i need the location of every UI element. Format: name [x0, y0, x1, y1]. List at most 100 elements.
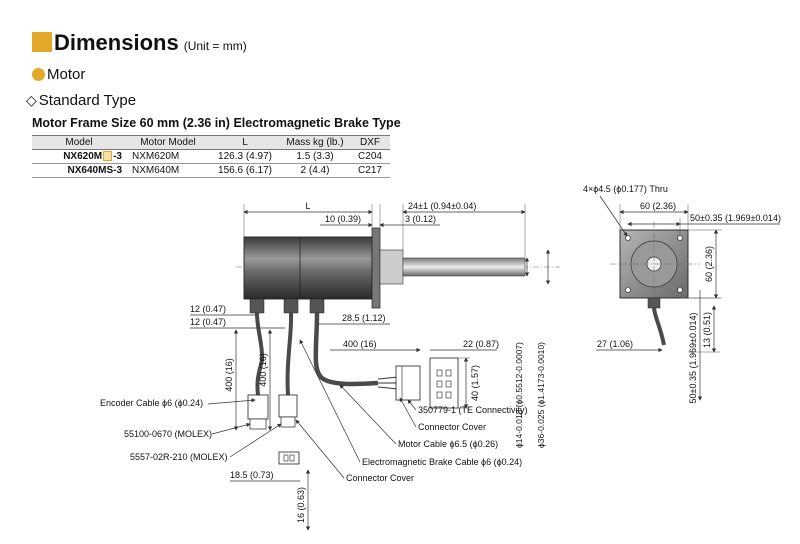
- motor-flange: [371, 227, 381, 309]
- mount-hole: [677, 287, 683, 293]
- model-prefix: NX640MS-3: [67, 165, 122, 176]
- motor-cable: [313, 312, 379, 387]
- dim-12a: 12 (0.47): [190, 304, 226, 314]
- frame-heading: Motor Frame Size 60 mm (2.36 in) Electro…: [32, 116, 401, 130]
- dim-60-v: 60 (2.36): [704, 246, 714, 282]
- pin-socket: [289, 454, 295, 462]
- brake-cable: [285, 312, 294, 396]
- dim-40: 40 (1.57): [470, 365, 480, 401]
- table-row: NX620M-3 NXM620M 126.3 (4.97) 1.5 (3.3) …: [32, 149, 390, 164]
- dim-50-v: 50±0.35 (1.969±0.014): [688, 313, 698, 404]
- motor-connector: [395, 365, 421, 401]
- pilot-boss: [379, 249, 404, 285]
- dim-3: 3 (0.12): [405, 214, 436, 224]
- encoder-connector: [247, 394, 269, 420]
- pin-socket: [436, 369, 443, 377]
- table-header-row: Model Motor Model L Mass kg (lb.) DXF: [32, 135, 390, 150]
- dxf-cell: C217: [350, 163, 390, 178]
- molex-label-1: 55100-0670 (MOLEX): [124, 429, 212, 439]
- col-mass: Mass kg (lb.): [280, 135, 350, 150]
- dim-10: 10 (0.39): [325, 214, 361, 224]
- l-cell: 156.6 (6.17): [210, 163, 280, 178]
- dim-400-v1: 400 (16): [224, 358, 234, 392]
- motor-side-view: [236, 227, 560, 314]
- motor-connector-face: [429, 357, 459, 409]
- brake-cable-label: Electromagnetic Brake Cable ϕ6 (ϕ0.24): [362, 457, 522, 467]
- mount-hole: [625, 287, 631, 293]
- table-row: NX640MS-3 NXM640M 156.6 (6.17) 2 (4.4) C…: [32, 163, 390, 178]
- side-dimensions: L 24±1 (0.94±0.04) 10 (0.39) 3 (0.12) 12…: [190, 201, 551, 531]
- mass-cell: 1.5 (3.3): [280, 149, 350, 164]
- brake-connector-face: [278, 451, 300, 465]
- motor-model-cell: NXM620M: [126, 149, 210, 164]
- unit-label: (Unit = mm): [183, 39, 247, 53]
- motor-model-cell: NXM640M: [126, 163, 210, 178]
- dim-18-5: 18.5 (0.73): [230, 470, 274, 480]
- dim-13: 13 (0.51): [702, 312, 712, 348]
- motor-cable-label: Motor Cable ϕ6.5 (ϕ0.26): [398, 439, 498, 449]
- dim-16: 16 (0.63): [296, 487, 306, 523]
- mass-cell: 2 (4.4): [280, 163, 350, 178]
- square-icon: [32, 32, 52, 52]
- dxf-cell: C204: [350, 149, 390, 164]
- dim-phi36: ϕ36-0.025 (ϕ1.4173-0.0010): [536, 342, 546, 448]
- pin-socket: [445, 369, 452, 377]
- mount-hole: [677, 235, 683, 241]
- front-dimensions: 4×ϕ4.5 (ϕ0.177) Thru 60 (2.36) 50±0.35 (…: [583, 184, 781, 403]
- circle-icon: [32, 68, 45, 81]
- model-cell: NX620M -3: [32, 149, 126, 164]
- brake-connector: [278, 394, 298, 418]
- title-row: Dimensions (Unit = mm): [32, 30, 247, 56]
- output-shaft: [402, 257, 526, 277]
- dim-28-5: 28.5 (1.12): [342, 313, 386, 323]
- model-cell: NX640MS-3: [32, 163, 126, 178]
- front-cable: [652, 307, 666, 346]
- col-motor-model: Motor Model: [126, 135, 210, 150]
- pin-socket: [436, 380, 443, 388]
- encoder-cable-label: Encoder Cable ϕ6 (ϕ0.24): [100, 398, 203, 408]
- dim-400-h: 400 (16): [343, 339, 377, 349]
- dim-27: 27 (1.06): [597, 339, 633, 349]
- col-model: Model: [32, 135, 126, 150]
- dim-22: 22 (0.87): [463, 339, 499, 349]
- spec-table: Model Motor Model L Mass kg (lb.) DXF NX…: [32, 135, 390, 178]
- l-cell: 126.3 (4.97): [210, 149, 280, 164]
- brake-connector-tip: [280, 416, 296, 428]
- callouts: Encoder Cable ϕ6 (ϕ0.24) 55100-0670 (MOL…: [100, 339, 528, 483]
- dim-50-h: 50±0.35 (1.969±0.014): [690, 213, 781, 223]
- dim-60-h: 60 (2.36): [640, 201, 676, 211]
- standard-type-section: ◇ Standard Type: [26, 92, 136, 109]
- motor-front-view: [610, 222, 700, 346]
- diamond-icon: ◇: [26, 92, 37, 108]
- pin-socket: [445, 380, 452, 388]
- motor-gland: [309, 298, 325, 314]
- dim-phi14: ϕ14-0.018 (ϕ0.5512-0.0007): [514, 342, 524, 448]
- dim-thru: 4×ϕ4.5 (ϕ0.177) Thru: [583, 184, 668, 194]
- motor-wires: [377, 376, 399, 390]
- model-prefix: NX620M: [63, 151, 103, 162]
- pin-socket: [445, 391, 452, 399]
- brake-gland: [283, 298, 299, 314]
- col-l: L: [210, 135, 280, 150]
- molex-label-2: 5557-02R-210 (MOLEX): [130, 452, 228, 462]
- dim-12b: 12 (0.47): [190, 317, 226, 327]
- encoder-connector-tip: [249, 418, 267, 430]
- motor-section: Motor: [32, 66, 85, 83]
- encoder-cable: [255, 312, 265, 396]
- dim-l: L: [305, 201, 310, 211]
- mount-hole: [625, 235, 631, 241]
- model-suffix: -3: [113, 151, 122, 162]
- dim-24: 24±1 (0.94±0.04): [408, 201, 476, 211]
- pin-socket: [283, 454, 289, 462]
- motor-body: [243, 236, 373, 300]
- te-connector-label: 350779-1 (TE Connectivity): [418, 405, 528, 415]
- page-title: Dimensions: [54, 30, 179, 55]
- standard-type-heading: Standard Type: [38, 92, 137, 109]
- pin-socket: [436, 391, 443, 399]
- encoder-gland: [249, 298, 265, 314]
- connector-cover-label-1: Connector Cover: [418, 422, 486, 432]
- motor-heading: Motor: [47, 66, 86, 83]
- square-icon: [103, 151, 113, 162]
- connector-cover-label-2: Connector Cover: [346, 473, 414, 483]
